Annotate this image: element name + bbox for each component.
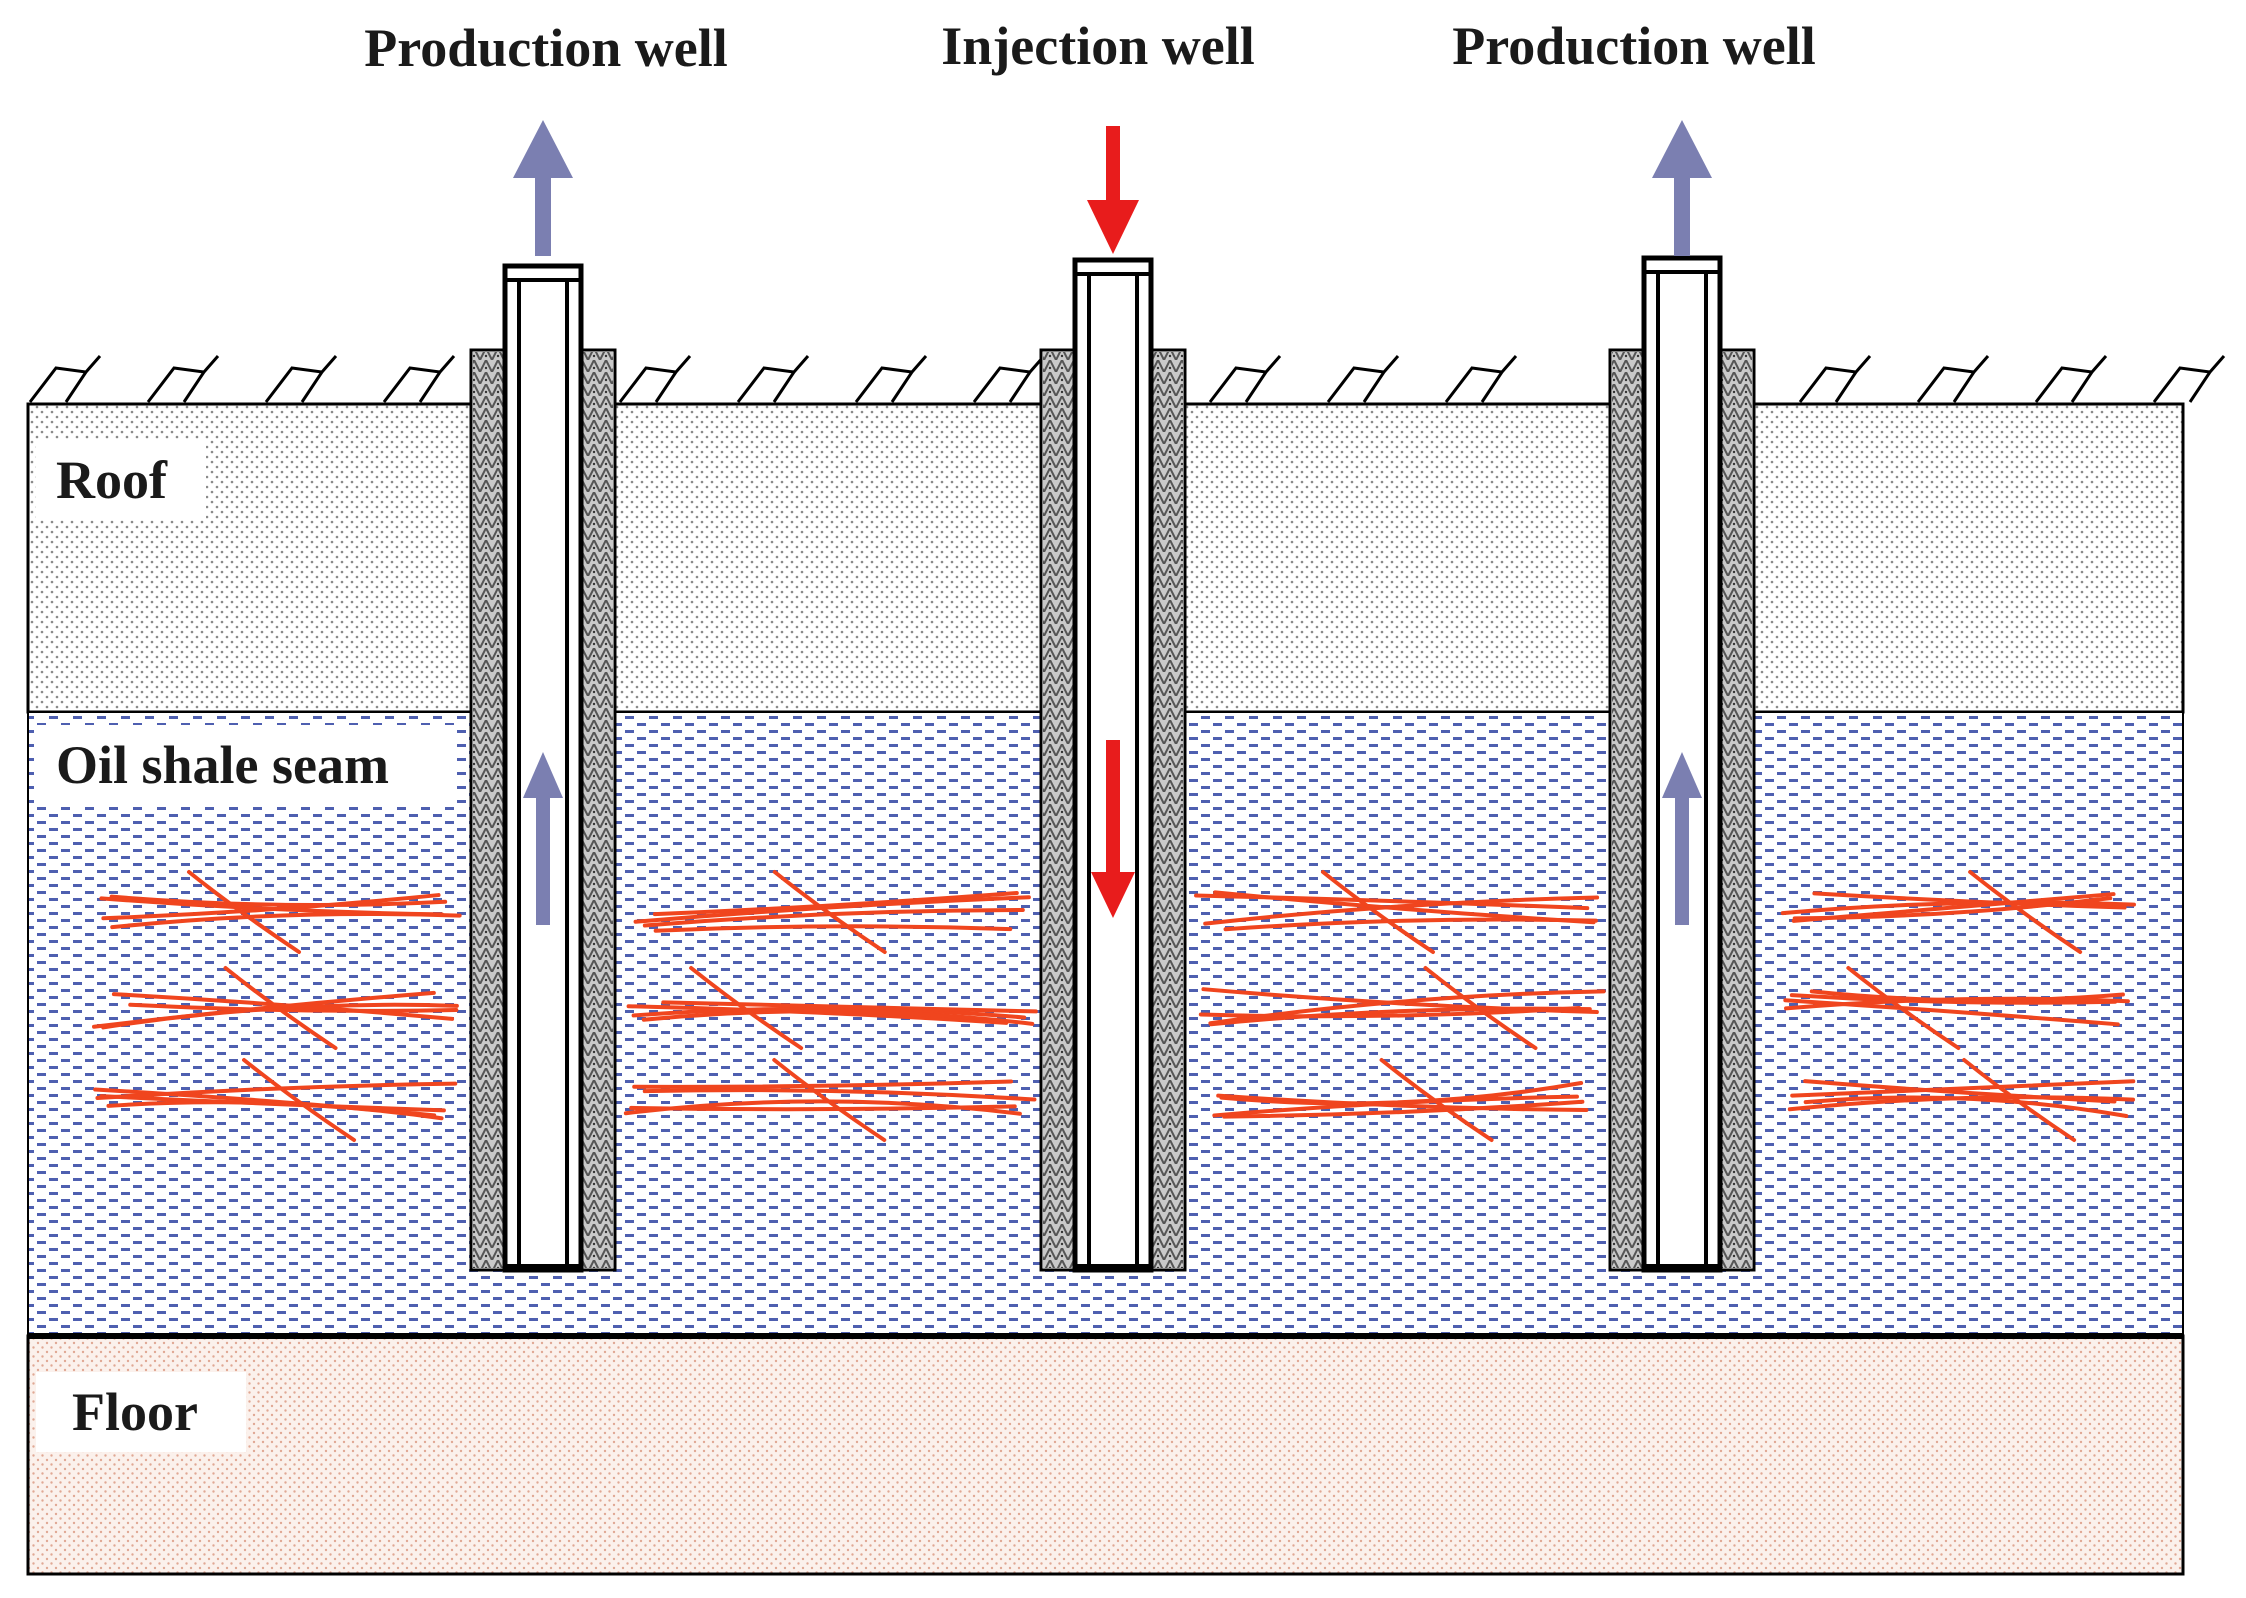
arrow-up-icon bbox=[513, 120, 573, 256]
hatch-ground-icon bbox=[28, 355, 2226, 403]
arrow-up-icon bbox=[1652, 120, 1712, 256]
floor-label: Floor bbox=[72, 1382, 198, 1442]
production-well-left-label: Production well bbox=[364, 18, 728, 78]
fracture-network bbox=[92, 870, 2136, 1142]
floor-layer bbox=[26, 1334, 2185, 1576]
roof-label: Roof bbox=[56, 450, 168, 510]
arrow-up-icon bbox=[523, 752, 563, 925]
production-well-left bbox=[469, 120, 617, 1273]
arrow-down-icon bbox=[1091, 740, 1135, 918]
production-well-right-label: Production well bbox=[1452, 16, 1816, 76]
injection-well-label: Injection well bbox=[941, 16, 1254, 76]
injection-well bbox=[1039, 126, 1187, 1273]
wells bbox=[469, 120, 1756, 1273]
arrow-down-icon bbox=[1087, 126, 1139, 254]
oil-shale-seam-label: Oil shale seam bbox=[56, 735, 389, 795]
arrow-up-icon bbox=[1662, 752, 1702, 925]
production-well-right bbox=[1608, 120, 1756, 1273]
